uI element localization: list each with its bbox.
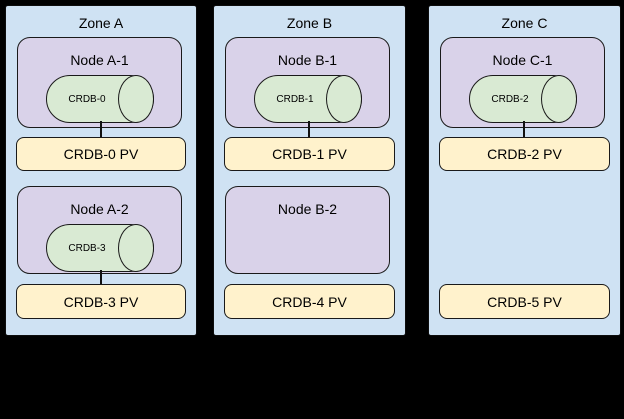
pv-box-crdb-0: CRDB-0 PV	[16, 137, 186, 171]
node-b2: Node B-2	[225, 186, 390, 274]
pod-cylinder-crdb-0: CRDB-0	[46, 75, 154, 123]
pv-box-crdb-2: CRDB-2 PV	[439, 137, 610, 171]
pv-box-crdb-5: CRDB-5 PV	[439, 284, 610, 319]
node-b1: Node B-1 CRDB-1	[225, 37, 390, 128]
zone-c: Zone C Node C-1 CRDB-2 CRDB-2 PV CRDB-5 …	[428, 5, 621, 336]
pod-cylinder-crdb-3: CRDB-3	[46, 224, 154, 272]
cylinder-cap-icon	[118, 224, 154, 272]
pod-label: CRDB-3	[68, 242, 106, 254]
cylinder-cap-icon	[326, 75, 362, 123]
zone-label: Zone B	[286, 15, 333, 31]
cylinder-cap-icon	[118, 75, 154, 123]
node-label: Node B-1	[277, 52, 338, 68]
node-c1: Node C-1 CRDB-2	[440, 37, 605, 128]
node-label: Node B-2	[277, 201, 338, 217]
node-label: Node A-1	[70, 52, 129, 68]
zone-a: Zone A Node A-1 CRDB-0 CRDB-0 PV Node A-…	[5, 5, 197, 336]
node-a1: Node A-1 CRDB-0	[17, 37, 182, 128]
connector-line	[523, 121, 525, 137]
pod-label: CRDB-1	[276, 93, 314, 105]
node-label: Node C-1	[492, 52, 553, 68]
pod-cylinder-crdb-1: CRDB-1	[254, 75, 362, 123]
connector-line	[100, 270, 102, 284]
zone-label: Zone C	[501, 15, 548, 31]
connector-line	[308, 121, 310, 137]
node-a2: Node A-2 CRDB-3	[17, 186, 182, 274]
pv-box-crdb-4: CRDB-4 PV	[224, 284, 395, 319]
pod-label: CRDB-0	[68, 93, 106, 105]
node-label: Node A-2	[70, 201, 129, 217]
pv-box-crdb-3: CRDB-3 PV	[16, 284, 186, 319]
pv-box-crdb-1: CRDB-1 PV	[224, 137, 395, 171]
cylinder-cap-icon	[541, 75, 577, 123]
connector-line	[100, 121, 102, 137]
zone-label: Zone A	[78, 15, 124, 31]
pod-label: CRDB-2	[491, 93, 529, 105]
pod-cylinder-crdb-2: CRDB-2	[469, 75, 577, 123]
zone-b: Zone B Node B-1 CRDB-1 CRDB-1 PV Node B-…	[213, 5, 406, 336]
